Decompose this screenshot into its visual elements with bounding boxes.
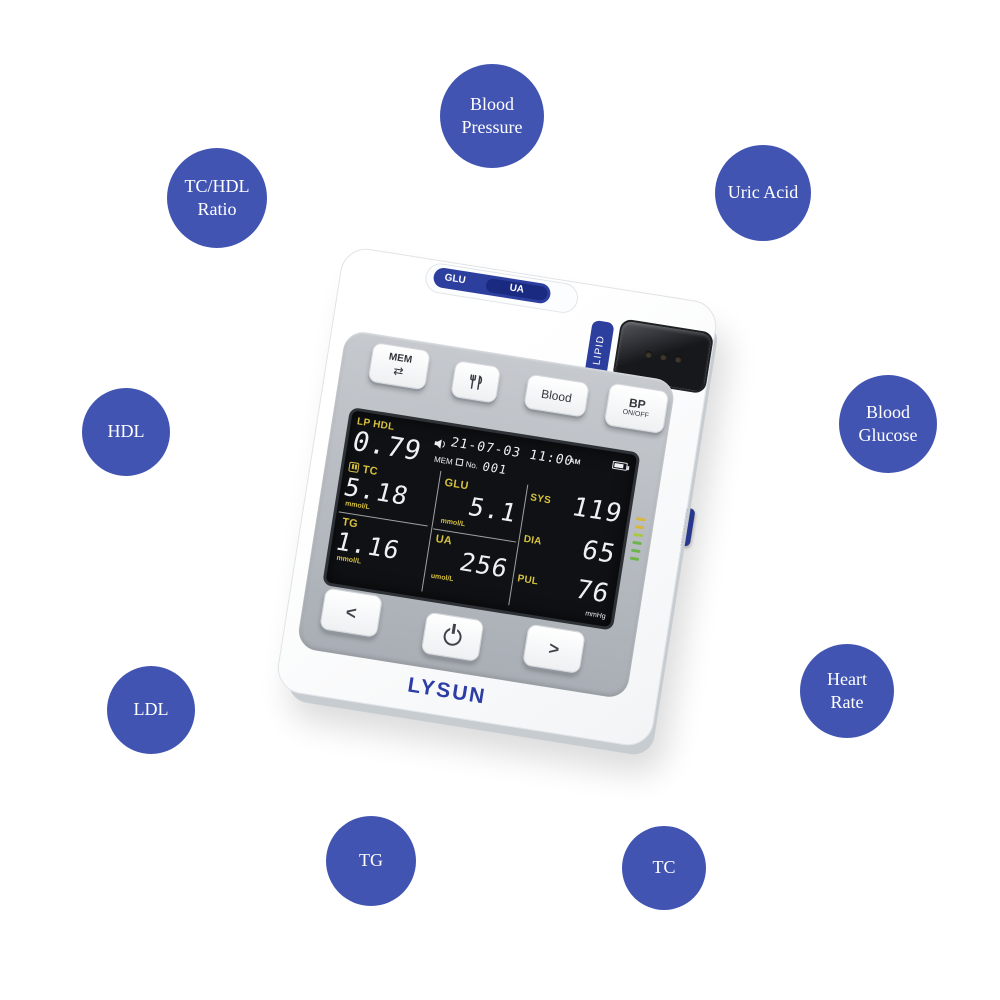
indicator-bar [633, 532, 643, 538]
callout-label: TC/HDL Ratio [184, 175, 250, 219]
dia-value: 65 [578, 535, 620, 570]
callout-hdl: HDL [82, 388, 170, 476]
dia-label: DIA [522, 533, 543, 548]
callout-label: Heart Rate [827, 668, 867, 712]
next-button[interactable]: > [522, 623, 586, 675]
sys-value: 119 [568, 492, 626, 530]
callout-label: Uric Acid [727, 182, 799, 203]
pul-value: 76 [572, 574, 613, 610]
meal-status-icon [348, 461, 360, 473]
battery-icon [611, 460, 628, 471]
callout-uric-acid: Uric Acid [715, 145, 811, 241]
blood-button[interactable]: Blood [523, 373, 590, 418]
device-body: GLU UA LIPID MEM ⇄ [274, 245, 720, 749]
previous-arrow-icon: < [344, 601, 358, 623]
port-dot [659, 352, 668, 361]
port-dot [644, 349, 653, 358]
previous-button[interactable]: < [319, 587, 384, 638]
callout-tc: TC [622, 826, 706, 910]
callout-label: LDL [133, 699, 169, 720]
callout-label: HDL [107, 421, 145, 442]
fork-knife-icon [467, 373, 485, 391]
callout-label: Blood Glucose [858, 401, 918, 445]
callout-blood-glucose: Blood Glucose [839, 375, 937, 473]
next-arrow-icon: > [547, 637, 561, 659]
glu-slot-label: GLU [443, 272, 467, 287]
indicator-bar [631, 548, 641, 554]
callout-tg: TG [326, 816, 416, 906]
callout-label: TG [359, 850, 383, 871]
lipid-monitor-device: GLU UA LIPID MEM ⇄ [274, 245, 720, 749]
lp-hdl-value: 0.79 [348, 426, 426, 468]
indicator-bar [634, 524, 645, 530]
mem-indicator-label: MEM [433, 454, 454, 467]
record-no-value: 001 [480, 459, 509, 478]
pul-label: PUL [516, 573, 539, 588]
power-icon [442, 626, 463, 648]
indicator-bar [636, 517, 646, 522]
port-dot [673, 354, 682, 363]
bp-on-off-label: ON/OFF [622, 408, 650, 420]
front-panel: MEM ⇄ Blood BP ON/OFF LP HDL [295, 329, 677, 700]
cycle-icon: ⇄ [392, 363, 405, 379]
blood-button-label: Blood [540, 386, 573, 405]
record-no-label: No. [465, 459, 479, 471]
meal-button[interactable] [450, 359, 502, 404]
speaker-icon [433, 436, 449, 456]
callout-tc-hdl-ratio: TC/HDL Ratio [167, 148, 267, 248]
bp-on-off-button[interactable]: BP ON/OFF [603, 382, 670, 435]
power-button[interactable] [420, 611, 485, 663]
callout-heart-rate: Heart Rate [800, 644, 894, 738]
callout-label: TC [652, 857, 676, 878]
who-indicator-bars [629, 517, 646, 561]
callout-ldl: LDL [107, 666, 195, 754]
callout-label: Blood Pressure [461, 93, 523, 137]
pressure-unit-label: mmHg [584, 610, 607, 621]
indicator-bar [629, 556, 640, 561]
sys-label: SYS [529, 492, 552, 507]
mem-box-icon [455, 458, 464, 467]
ampm-label: AM [568, 457, 581, 467]
mem-button[interactable]: MEM ⇄ [367, 341, 432, 391]
callout-blood-pressure: Blood Pressure [440, 64, 544, 168]
indicator-bar [632, 540, 642, 546]
lcd-display: LP HDL 0.79 21-07-03 11:00 AM MEM No. 00… [322, 406, 641, 631]
